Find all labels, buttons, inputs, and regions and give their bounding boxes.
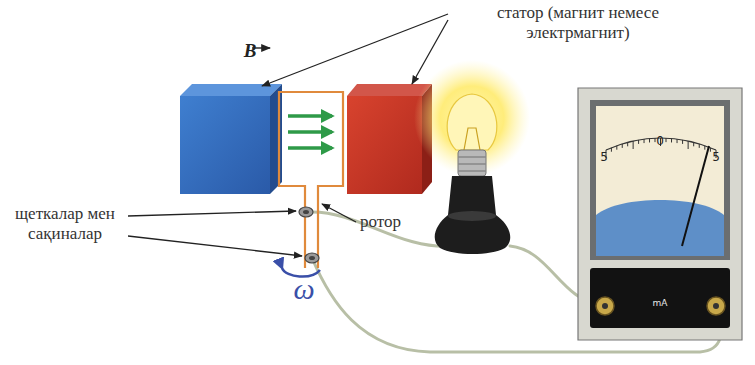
scale-number: 5 — [596, 150, 612, 164]
brushes-label: щеткалар мен сақиналар — [4, 204, 126, 245]
stator-magnet-north — [180, 84, 282, 194]
scale-number: 5 — [708, 150, 724, 164]
scale-number: 0 — [652, 134, 668, 148]
leader-lines — [128, 14, 448, 256]
rotor-loop — [279, 92, 343, 268]
slip-rings — [299, 207, 319, 263]
light-bulb — [414, 60, 530, 254]
field-lines — [288, 116, 332, 148]
vector-label: B — [240, 40, 260, 62]
unit-label: mA — [646, 298, 674, 308]
rotor-label: ротор — [360, 212, 430, 232]
stator-label: статор (магнит немесе электрмагнит) — [452, 3, 704, 44]
milliammeter — [578, 88, 742, 340]
angular-velocity-label: ω — [286, 272, 322, 306]
